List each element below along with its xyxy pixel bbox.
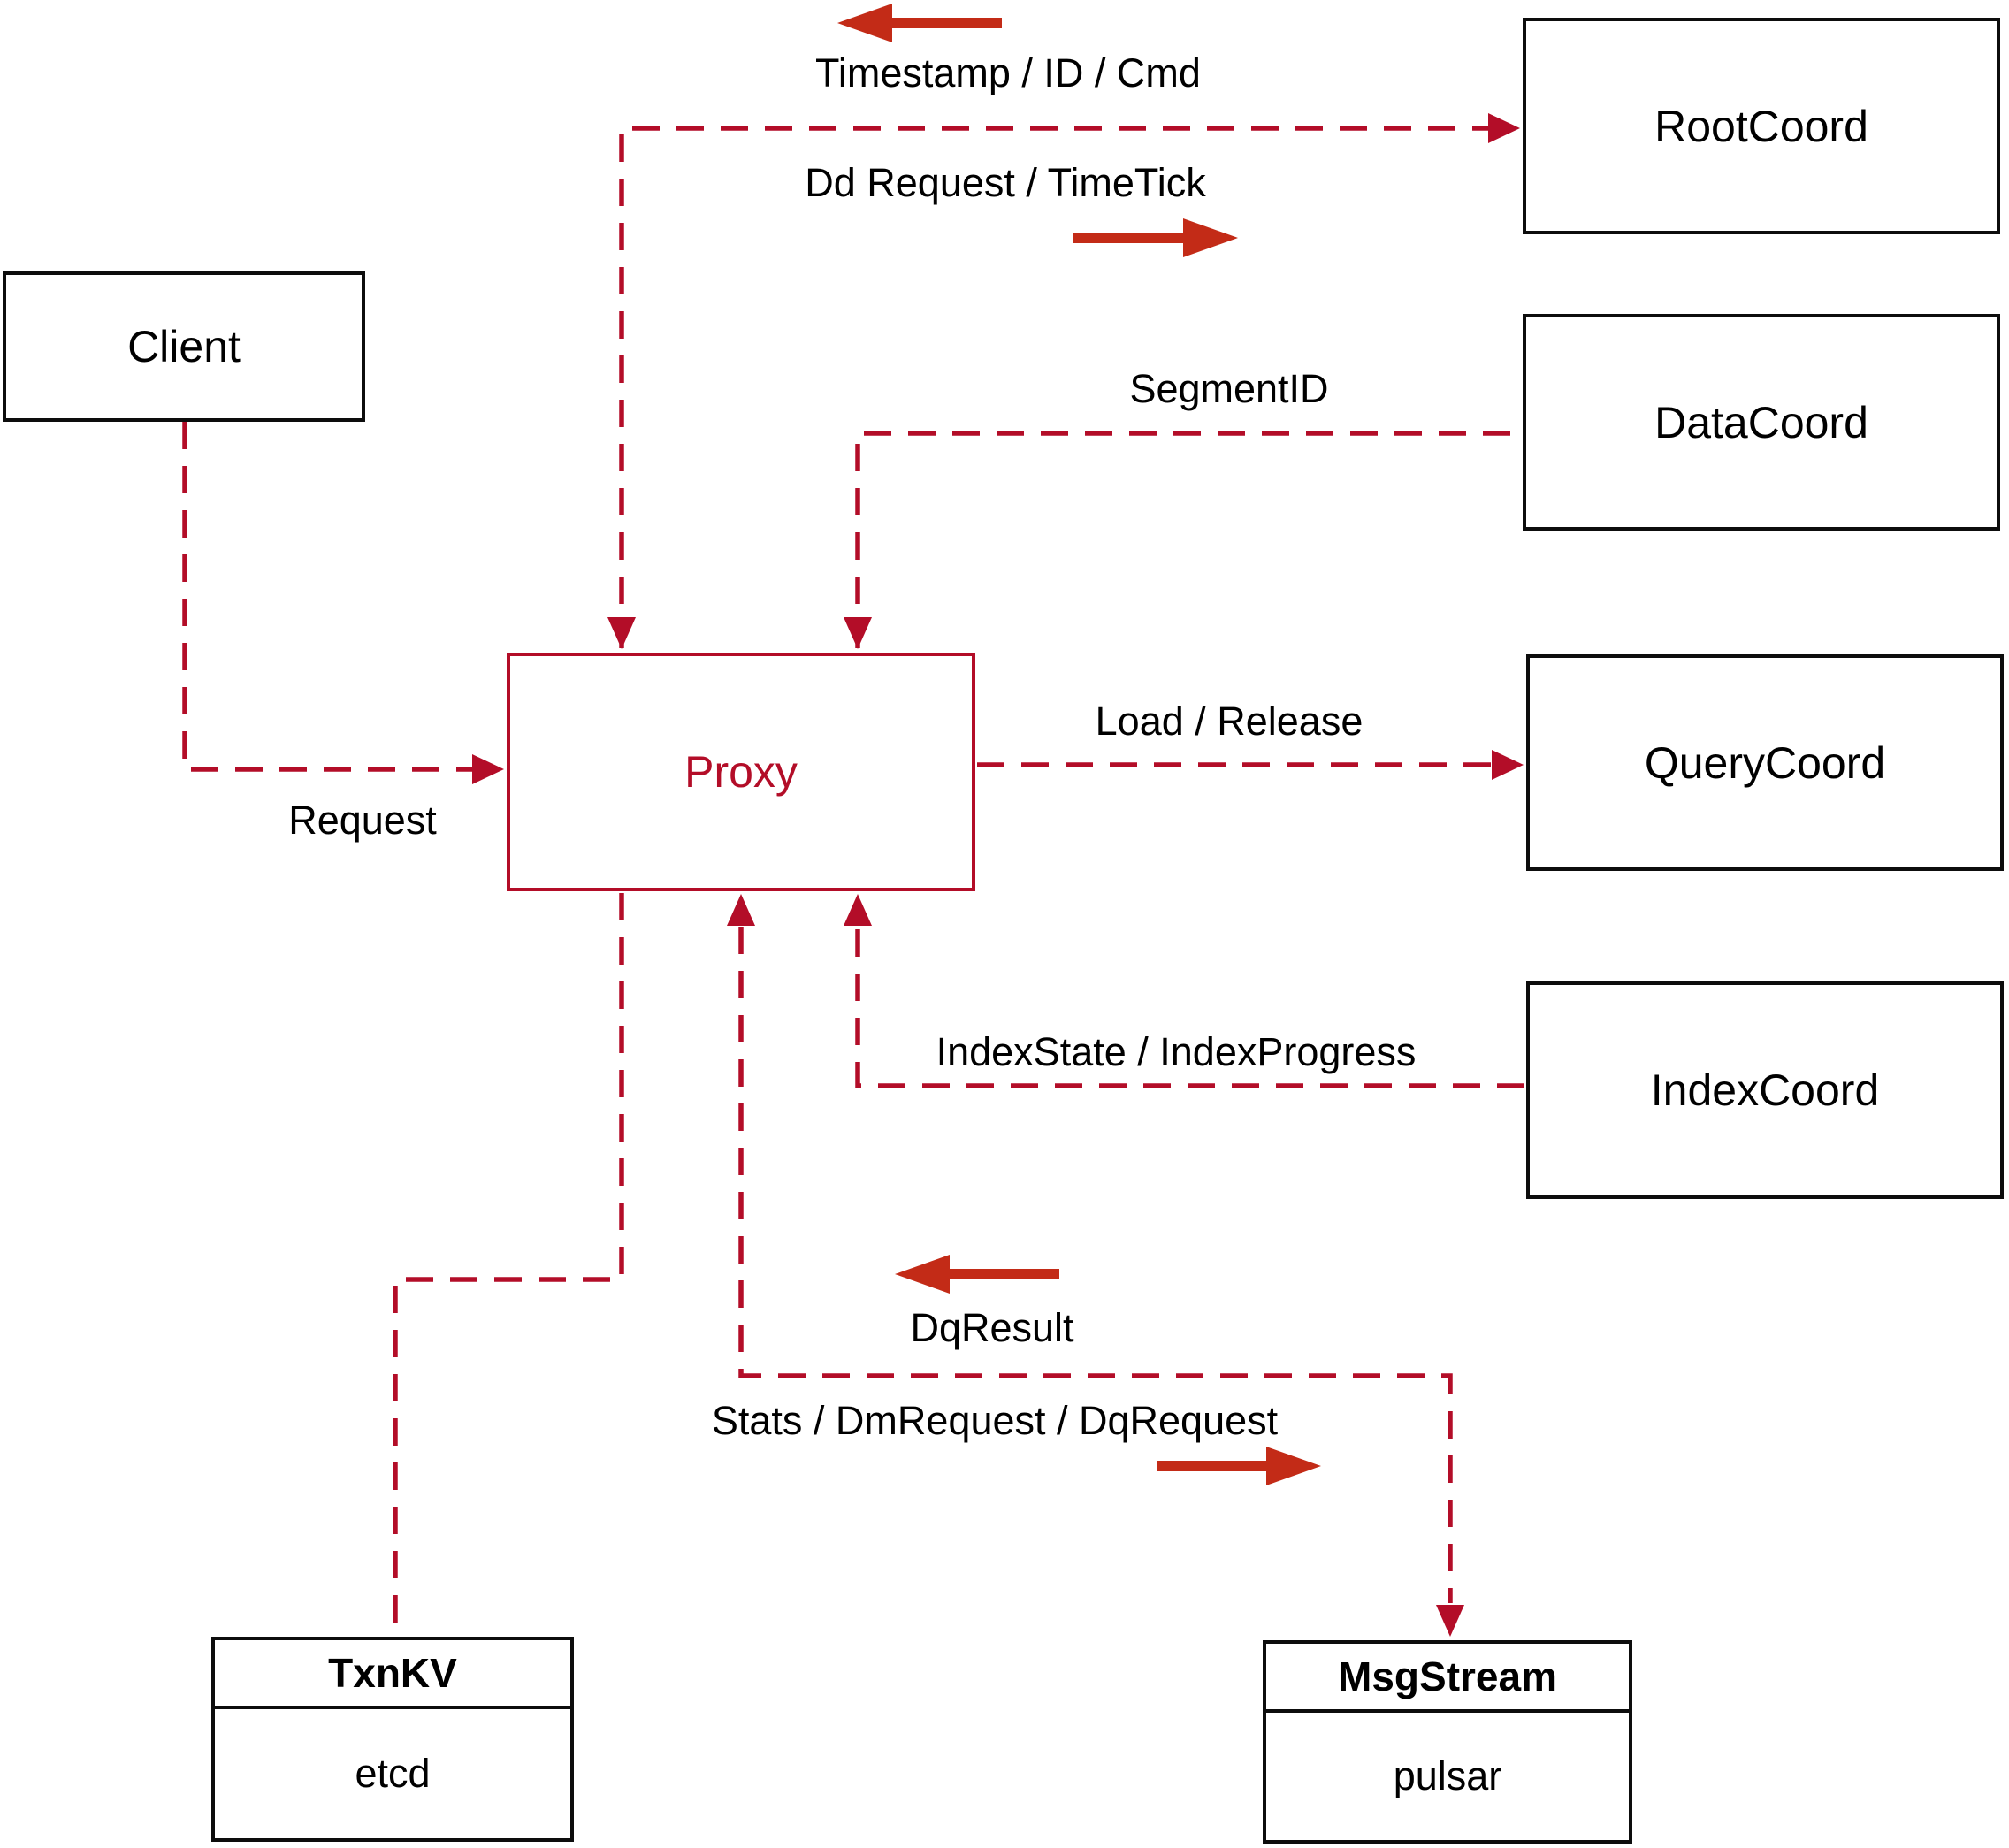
client-node: Client (3, 271, 365, 422)
arrowhead-into-proxy-top-left (607, 617, 636, 649)
edge-proxy-msgstream (738, 927, 1453, 1603)
datacoord-node: DataCoord (1523, 314, 2000, 531)
txnkv-node: TxnKV etcd (211, 1637, 574, 1842)
rootcoord-node: RootCoord (1523, 18, 2000, 234)
arrowhead-into-rootcoord (1488, 113, 1520, 143)
indexcoord-node-label: IndexCoord (1650, 1065, 1880, 1115)
edge-label-dd-request-timetick: Dd Request / TimeTick (805, 160, 1206, 205)
edge-datacoord-proxy (855, 431, 1521, 648)
edge-rootcoord-proxy (619, 126, 1491, 648)
datacoord-node-label: DataCoord (1654, 397, 1868, 447)
edge-client-proxy (182, 422, 475, 772)
edge-label-load-release: Load / Release (1095, 699, 1364, 744)
direction-left-arrow-icon (895, 1255, 1059, 1294)
txnkv-node-title: TxnKV (215, 1640, 570, 1709)
msgstream-node-impl: pulsar (1393, 1753, 1502, 1798)
arrowhead-into-querycoord (1492, 750, 1524, 780)
msgstream-node-title: MsgStream (1266, 1644, 1629, 1713)
edge-proxy-txnkv (393, 893, 624, 1633)
edge-indexcoord-proxy (855, 927, 1524, 1088)
client-node-label: Client (127, 322, 241, 371)
edge-label-segmentid: SegmentID (1129, 366, 1329, 411)
edge-label-timestamp-id-cmd: Timestamp / ID / Cmd (815, 50, 1201, 95)
arrowhead-into-msgstream (1436, 1605, 1464, 1637)
arrowhead-into-proxy-left (472, 754, 504, 784)
edge-label-dqresult: DqResult (910, 1305, 1074, 1350)
direction-right-arrow-icon (1073, 218, 1238, 257)
edge-label-request: Request (288, 798, 437, 843)
edge-label-stats-dmrequest-dqrequest: Stats / DmRequest / DqRequest (711, 1398, 1279, 1443)
edge-label-indexstate-indexprogress: IndexState / IndexProgress (936, 1029, 1417, 1074)
arrowhead-into-proxy-bottom-left (727, 894, 755, 926)
direction-left-arrow-icon (837, 4, 1002, 42)
arrowhead-into-proxy-top-right (844, 617, 872, 649)
direction-right-arrow-icon (1157, 1447, 1321, 1485)
arrowhead-into-proxy-bottom-right (844, 894, 872, 926)
msgstream-node: MsgStream pulsar (1263, 1640, 1632, 1844)
rootcoord-node-label: RootCoord (1654, 101, 1868, 151)
indexcoord-node: IndexCoord (1526, 981, 2004, 1199)
proxy-node: Proxy (507, 653, 975, 891)
querycoord-node-label: QueryCoord (1644, 737, 1886, 788)
querycoord-node: QueryCoord (1526, 654, 2004, 871)
txnkv-node-impl: etcd (355, 1751, 431, 1796)
proxy-node-label: Proxy (684, 747, 798, 797)
